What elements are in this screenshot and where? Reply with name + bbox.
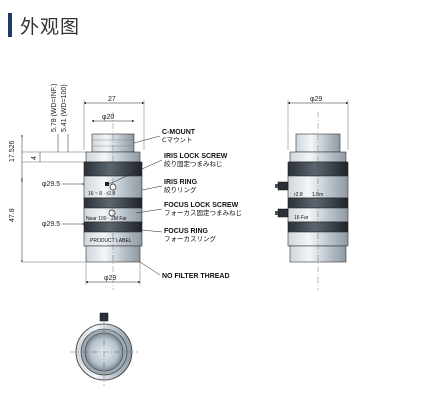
dim-wd-100: 5.41 (WD=100) <box>61 84 68 132</box>
callout-iris-ring-jp: 絞りリング <box>164 185 197 194</box>
dim-step: 4 <box>31 156 38 160</box>
front-view: 27 φ20 5.78 (WD=INF.) 5.41 (WD=100) 17.5… <box>9 84 145 290</box>
side-focus-mark: 1.6m <box>312 192 323 198</box>
callouts: C-MOUNT Cマウント IRIS LOCK SCREW 絞り固定つまみねじ … <box>108 129 242 280</box>
side-dim-diameter: φ29 <box>310 96 322 103</box>
page-title: 外观图 <box>20 15 81 38</box>
bottom-view <box>70 312 138 386</box>
dim-dia-upper: φ29.5 <box>42 181 60 188</box>
callout-iris-ring-en: IRIS RING <box>164 179 198 186</box>
header-accent-bar <box>8 13 12 37</box>
product-label: PRODUCT LABEL <box>90 238 132 244</box>
callout-focus-lock-jp: フォーカス固定つまみねじ <box>164 208 242 217</box>
dim-overall-width: 27 <box>108 96 116 103</box>
callout-focus-lock-en: FOCUS LOCK SCREW <box>164 202 239 209</box>
side-view: φ29 r2.8 1.6m 16 Far <box>275 96 349 290</box>
focus-lock-screw-icon <box>277 208 289 218</box>
callout-focus-ring-en: FOCUS RING <box>164 228 209 235</box>
side-iris-mark: r2.8 <box>294 192 303 198</box>
dim-dia-lower: φ29.5 <box>42 221 60 228</box>
dim-length: 47.8 <box>9 208 16 222</box>
section-header: 外观图 <box>8 10 80 40</box>
dim-height-top: 17.526 <box>9 140 16 162</box>
iris-scale: 16 ~ 8 · r2.8 <box>88 191 115 197</box>
iris-lock-screw-icon <box>277 181 289 191</box>
focus-scale: Near 100 · 2M Far <box>86 216 127 222</box>
dim-bottom-diameter: φ29 <box>104 275 116 282</box>
dim-front-diameter: φ20 <box>102 114 114 121</box>
callout-c-mount-en: C-MOUNT <box>162 129 196 136</box>
side-scale: 16 Far <box>294 215 309 221</box>
callout-iris-lock-jp: 絞り固定つまみねじ <box>164 159 223 168</box>
dim-wd-inf: 5.78 (WD=INF.) <box>51 84 58 132</box>
callout-c-mount-jp: Cマウント <box>162 136 193 144</box>
callout-no-filter-thread: NO FILTER THREAD <box>162 273 230 280</box>
callout-focus-ring-jp: フォーカスリング <box>164 234 217 243</box>
callout-iris-lock-en: IRIS LOCK SCREW <box>164 153 228 160</box>
